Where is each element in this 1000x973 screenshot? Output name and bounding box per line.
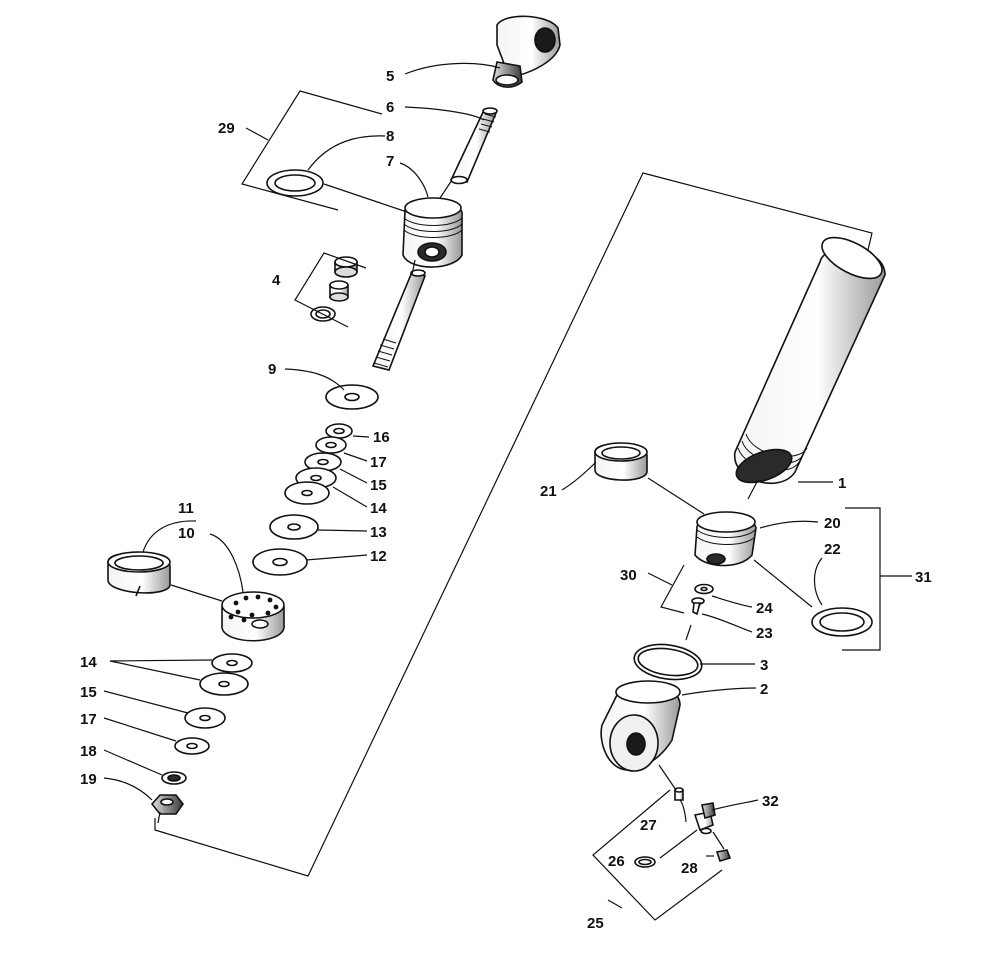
label-19: 19 — [80, 771, 97, 788]
label-18: 18 — [80, 743, 97, 760]
bracket-25 — [592, 789, 723, 921]
part-1-tube — [734, 236, 886, 485]
label-27: 27 — [640, 817, 657, 834]
label-5: 5 — [386, 68, 394, 85]
label-22: 22 — [824, 541, 841, 558]
part-5-eye-end — [492, 15, 561, 88]
bracket-29 — [241, 90, 383, 211]
part-6-rod — [450, 107, 498, 185]
label-26: 26 — [608, 853, 625, 870]
label-25: 25 — [587, 915, 604, 932]
part-2-lower-body — [600, 680, 681, 772]
washer-stack-lower — [161, 653, 253, 785]
label-10: 10 — [178, 525, 195, 542]
label-23: 23 — [756, 625, 773, 642]
label-14b: 14 — [80, 654, 97, 671]
part-22-ring — [811, 607, 873, 637]
bracket-31 — [842, 507, 912, 651]
label-29: 29 — [218, 120, 235, 137]
part-piston-rod — [371, 269, 427, 371]
part-21-band — [594, 442, 648, 481]
label-1: 1 — [838, 475, 846, 492]
part-24-washer — [694, 583, 714, 595]
label-32: 32 — [762, 793, 779, 810]
label-3: 3 — [760, 657, 768, 674]
part-20-valve — [694, 511, 757, 567]
part-23-screw — [691, 597, 705, 616]
callout-labels: 5 6 29 8 7 4 9 16 17 15 14 13 12 11 10 1… — [80, 68, 932, 932]
label-17b: 17 — [80, 711, 97, 728]
label-17a: 17 — [370, 454, 387, 471]
part-10-piston — [221, 591, 285, 642]
part-11-band — [107, 551, 171, 597]
assembly-bracket — [154, 172, 873, 877]
washer-stack-upper — [252, 384, 379, 576]
label-31: 31 — [915, 569, 932, 586]
part-3-oring — [633, 643, 703, 681]
bracket-30 — [647, 564, 685, 614]
leader-lines — [103, 62, 833, 859]
label-15b: 15 — [80, 684, 97, 701]
label-24: 24 — [756, 600, 773, 617]
label-14a: 14 — [370, 500, 387, 517]
label-15a: 15 — [370, 477, 387, 494]
label-8: 8 — [386, 128, 394, 145]
part-32-valve-fitting — [693, 802, 716, 835]
label-30: 30 — [620, 567, 637, 584]
part-26-ring — [634, 856, 656, 868]
label-6: 6 — [386, 99, 394, 116]
part-19-nut — [150, 794, 184, 815]
label-21: 21 — [540, 483, 557, 500]
label-9: 9 — [268, 361, 276, 378]
part-27-pin — [674, 787, 684, 801]
label-2: 2 — [760, 681, 768, 698]
label-16: 16 — [373, 429, 390, 446]
label-28: 28 — [681, 860, 698, 877]
label-7: 7 — [386, 153, 394, 170]
part-7-cap — [402, 197, 463, 268]
part-28-cap — [715, 849, 732, 862]
part-8-ring — [266, 169, 324, 197]
label-11: 11 — [178, 500, 194, 517]
bracket-4 — [294, 252, 367, 328]
label-12: 12 — [370, 548, 387, 565]
label-20: 20 — [824, 515, 841, 532]
label-4: 4 — [272, 272, 281, 289]
label-13: 13 — [370, 524, 387, 541]
